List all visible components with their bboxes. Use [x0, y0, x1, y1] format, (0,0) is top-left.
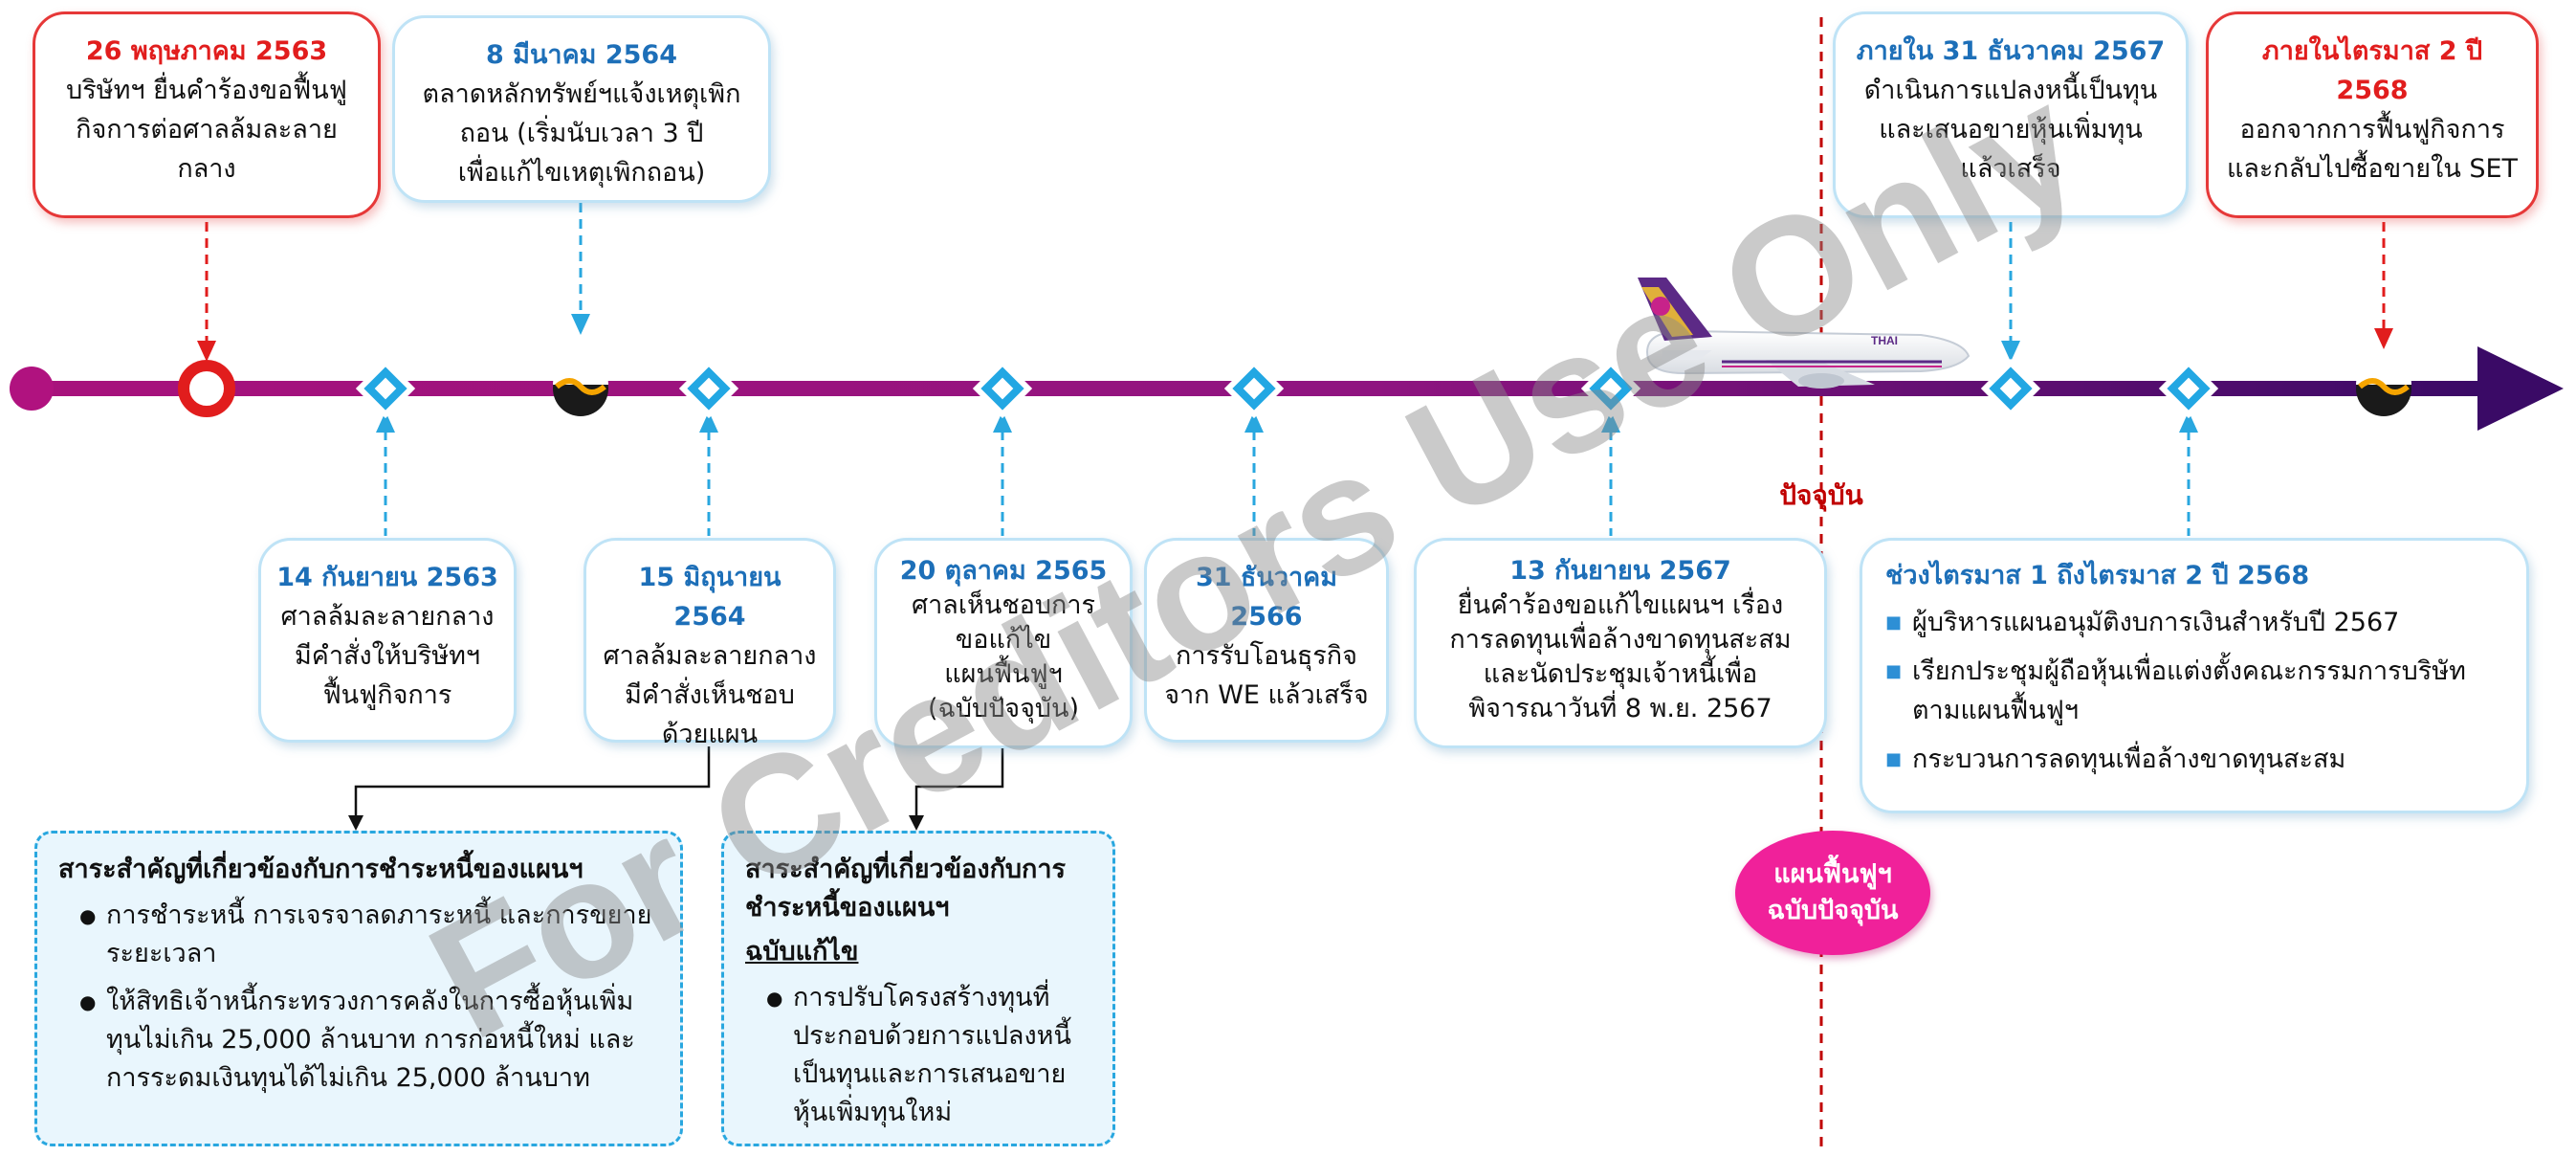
- badge-line: ฉบับปัจจุบัน: [1767, 896, 1899, 925]
- timeline-start-dot: [10, 367, 54, 411]
- event-line: (ฉบับปัจจุบัน): [927, 694, 1080, 723]
- event-line: ด้วยแผน: [661, 720, 759, 749]
- marker-diamond-7: [2158, 358, 2219, 419]
- event-line: และเสนอขายหุ้นเพิ่มทุน: [1879, 115, 2143, 144]
- marker-red-ring: [178, 360, 235, 417]
- elbow-connector-1: [354, 746, 711, 819]
- event-line: ตลาดหลักทรัพย์ฯแจ้งเหตุเพิก: [422, 79, 741, 109]
- event-line: การรับโอนธุรกิจ: [1176, 641, 1357, 671]
- event-line: และกลับไปซื้อขายใน SET: [2226, 154, 2519, 184]
- list-item: กระบวนการลดทุนเพื่อล้างขาดทุนสะสม: [1885, 740, 2503, 779]
- plan-detail-list: การปรับโครงสร้างทุนที่ประกอบด้วยการแปลงห…: [745, 979, 1091, 1132]
- elbow-connector-2: [914, 746, 1004, 819]
- event-box-top-3: ภายใน 31 ธันวาคม 2567 ดำเนินการแปลงหนี้เ…: [1833, 11, 2189, 218]
- badge-line: แผนฟื้นฟูฯ: [1773, 859, 1892, 889]
- plane-livery-text: THAI: [1871, 334, 1898, 347]
- marker-diamond-5: [1580, 358, 1641, 419]
- list-item: การชำระหนี้ การเจรจาลดภาระหนี้ และการขยา…: [79, 897, 659, 973]
- event-box-bottom-3: 20 ตุลาคม 2565 ศาลเห็นชอบการ ขอแก้ไข แผน…: [874, 538, 1133, 748]
- event-date: 20 ตุลาคม 2565: [899, 556, 1108, 586]
- event-line: ขอแก้ไข: [955, 625, 1052, 655]
- list-item: ให้สิทธิเจ้าหนี้กระทรวงการคลังในการซื้อห…: [79, 983, 659, 1098]
- elbow-connector-2-arrow: [909, 815, 924, 831]
- event-box-bottom-4: 31 ธันวาคม 2566 การรับโอนธุรกิจ จาก WE แ…: [1144, 538, 1389, 743]
- event-date: 31 ธันวาคม 2566: [1195, 563, 1338, 632]
- event-date: 14 กันยายน 2563: [276, 563, 498, 592]
- connector-bottom-3-arrow: [993, 411, 1012, 433]
- event-date: 26 พฤษภาคม 2563: [85, 36, 328, 66]
- event-date: ภายในไตรมาส 2 ปี 2568: [2261, 36, 2483, 105]
- current-plan-badge: แผนฟื้นฟูฯ ฉบับปัจจุบัน: [1735, 831, 1930, 955]
- event-line: ดำเนินการแปลงหนี้เป็นทุน: [1863, 76, 2158, 105]
- timeline-arrowhead: [2477, 346, 2564, 431]
- plan-detail-title: สาระสำคัญที่เกี่ยวข้องกับการชำระหนี้ของแ…: [58, 855, 583, 884]
- connector-top-1-arrow: [197, 341, 216, 362]
- connector-bottom-1-arrow: [376, 411, 395, 433]
- connector-bottom-5-arrow: [1601, 411, 1620, 433]
- connector-top-4-arrow: [2374, 328, 2393, 349]
- quarter-plan-title: ช่วงไตรมาส 1 ถึงไตรมาส 2 ปี 2568: [1885, 561, 2310, 590]
- event-date: ภายใน 31 ธันวาคม 2567: [1856, 36, 2166, 66]
- event-line: จาก WE แล้วเสร็จ: [1164, 680, 1369, 710]
- event-line: ศาลเห็นชอบการ: [911, 590, 1096, 620]
- marker-diamond-6: [1980, 358, 2041, 419]
- event-line: ยื่นคำร้องขอแก้ไขแผนฯ เรื่อง: [1457, 590, 1784, 620]
- event-box-bottom-1: 14 กันยายน 2563 ศาลล้มละลายกลาง มีคำสั่ง…: [258, 538, 517, 743]
- set-logo-icon-2: [2356, 357, 2411, 416]
- connector-bottom-6-arrow: [2179, 411, 2198, 433]
- plan-detail-box-2: สาระสำคัญที่เกี่ยวข้องกับการชำระหนี้ของแ…: [721, 831, 1115, 1146]
- event-line: และนัดประชุมเจ้าหนี้เพื่อ: [1483, 659, 1758, 689]
- event-line: แผนฟื้นฟูฯ: [944, 659, 1063, 689]
- event-line: บริษัทฯ ยื่นคำร้องขอฟื้นฟู: [66, 76, 347, 105]
- list-item: การปรับโครงสร้างทุนที่ประกอบด้วยการแปลงห…: [766, 979, 1091, 1132]
- event-box-bottom-5: 13 กันยายน 2567 ยื่นคำร้องขอแก้ไขแผนฯ เร…: [1414, 538, 1827, 748]
- quarter-plan-list: ผู้บริหารแผนอนุมัติงบการเงินสำหรับปี 256…: [1885, 603, 2503, 779]
- plan-detail-subtitle: ฉบับแก้ไข: [745, 937, 859, 967]
- marker-diamond-3: [972, 358, 1033, 419]
- event-line: พิจารณาวันที่ 8 พ.ย. 2567: [1468, 694, 1772, 723]
- connector-top-2-arrow: [571, 314, 590, 335]
- plan-detail-box-1: สาระสำคัญที่เกี่ยวข้องกับการชำระหนี้ของแ…: [34, 831, 683, 1146]
- event-line: ออกจากการฟื้นฟูกิจการ: [2239, 115, 2505, 144]
- event-line: แล้วเสร็จ: [1960, 154, 2061, 184]
- current-label: ปัจจุบัน: [1779, 479, 1863, 511]
- event-line: กลาง: [177, 154, 236, 184]
- elbow-connector-1-arrow: [348, 815, 363, 831]
- marker-diamond-1: [355, 358, 416, 419]
- connector-bottom-4-arrow: [1244, 411, 1264, 433]
- event-box-top-1: 26 พฤษภาคม 2563 บริษัทฯ ยื่นคำร้องขอฟื้น…: [33, 11, 381, 218]
- event-box-top-2: 8 มีนาคม 2564 ตลาดหลักทรัพย์ฯแจ้งเหตุเพิ…: [392, 15, 771, 203]
- list-item: ผู้บริหารแผนอนุมัติงบการเงินสำหรับปี 256…: [1885, 603, 2503, 642]
- event-line: มีคำสั่งให้บริษัทฯ: [294, 641, 481, 671]
- quarter-plan-box: ช่วงไตรมาส 1 ถึงไตรมาส 2 ปี 2568 ผู้บริห…: [1860, 538, 2529, 813]
- event-date: 8 มีนาคม 2564: [485, 40, 677, 70]
- event-line: ศาลล้มละลายกลาง: [603, 641, 817, 671]
- event-line: ฟื้นฟูกิจการ: [322, 680, 452, 710]
- event-line: การลดทุนเพื่อล้างขาดทุนสะสม: [1449, 625, 1792, 655]
- plan-detail-list: การชำระหนี้ การเจรจาลดภาระหนี้ และการขยา…: [58, 897, 659, 1098]
- plan-detail-title: สาระสำคัญที่เกี่ยวข้องกับการชำระหนี้ของแ…: [745, 855, 1067, 923]
- event-line: ถอน (เริ่มนับเวลา 3 ปี: [459, 119, 704, 148]
- event-line: มีคำสั่งเห็นชอบ: [625, 680, 795, 710]
- event-line: ศาลล้มละลายกลาง: [280, 602, 495, 632]
- event-line: กิจการต่อศาลล้มละลาย: [76, 115, 338, 144]
- list-item: เรียกประชุมผู้ถือหุ้นเพื่อแต่งตั้งคณะกรร…: [1885, 652, 2503, 730]
- event-date: 13 กันยายน 2567: [1509, 556, 1731, 586]
- event-box-top-4: ภายในไตรมาส 2 ปี 2568 ออกจากการฟื้นฟูกิจ…: [2206, 11, 2539, 218]
- marker-diamond-2: [678, 358, 739, 419]
- connector-top-3-arrow: [2001, 341, 2020, 362]
- event-date: 15 มิถุนายน 2564: [638, 563, 782, 632]
- marker-diamond-4: [1223, 358, 1285, 419]
- airplane-icon: THAI: [1638, 278, 1971, 389]
- connector-bottom-2-arrow: [699, 411, 718, 433]
- event-box-bottom-2: 15 มิถุนายน 2564 ศาลล้มละลายกลาง มีคำสั่…: [583, 538, 836, 749]
- event-line: เพื่อแก้ไขเหตุเพิกถอน): [457, 158, 706, 188]
- set-logo-icon-1: [553, 357, 608, 416]
